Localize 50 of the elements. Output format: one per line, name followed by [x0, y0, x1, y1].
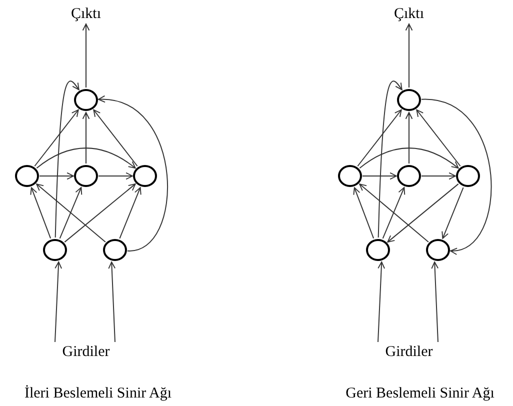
neuron-circle: [456, 165, 480, 187]
arrow: [108, 262, 116, 342]
arrow: [405, 112, 413, 164]
neuron-circle: [43, 239, 67, 261]
arrow: [420, 98, 492, 254]
arrow: [421, 172, 456, 180]
node-label: Girdiler: [364, 342, 454, 362]
arrow: [98, 96, 168, 252]
arrow: [442, 187, 464, 239]
arrow: [82, 24, 90, 88]
arrow: [82, 112, 90, 164]
arrow: [357, 109, 402, 167]
neuron-circle: [103, 239, 127, 261]
arrow: [378, 261, 386, 342]
arrow: [119, 187, 142, 239]
node-label: Çıktı: [61, 4, 111, 24]
node-label: Girdiler: [41, 342, 131, 362]
arrow: [362, 172, 397, 180]
caption: Geri Beslemeli Sinir Ağı: [346, 386, 494, 402]
arrow: [359, 148, 459, 169]
arrow: [54, 261, 62, 342]
neuron-circle: [74, 165, 98, 187]
arrow: [93, 109, 138, 167]
arrow: [64, 183, 136, 243]
neuron-circle: [15, 165, 39, 187]
node-label: Çıktı: [384, 4, 434, 24]
arrow: [54, 80, 80, 238]
arrow: [387, 183, 459, 243]
arrow: [36, 184, 106, 242]
arrow: [431, 262, 439, 342]
arrow: [98, 172, 133, 180]
arrow: [416, 109, 461, 167]
neuron-circle: [133, 165, 157, 187]
arrow: [405, 24, 413, 88]
arrow: [36, 148, 136, 169]
neuron-circle: [366, 239, 390, 261]
arrow: [359, 184, 429, 242]
arrow: [30, 187, 52, 239]
arrow: [378, 80, 402, 238]
arrow: [34, 109, 79, 167]
neuron-circle: [426, 239, 450, 261]
caption: İleri Beslemeli Sinir Ağı: [24, 386, 172, 402]
neuron-circle: [397, 89, 421, 111]
neuron-circle: [74, 89, 98, 111]
arrow: [353, 187, 374, 239]
arrow: [39, 172, 74, 180]
arrow: [59, 187, 82, 239]
neuron-circle: [397, 165, 421, 187]
arrow: [382, 187, 406, 239]
neuron-circle: [338, 165, 362, 187]
